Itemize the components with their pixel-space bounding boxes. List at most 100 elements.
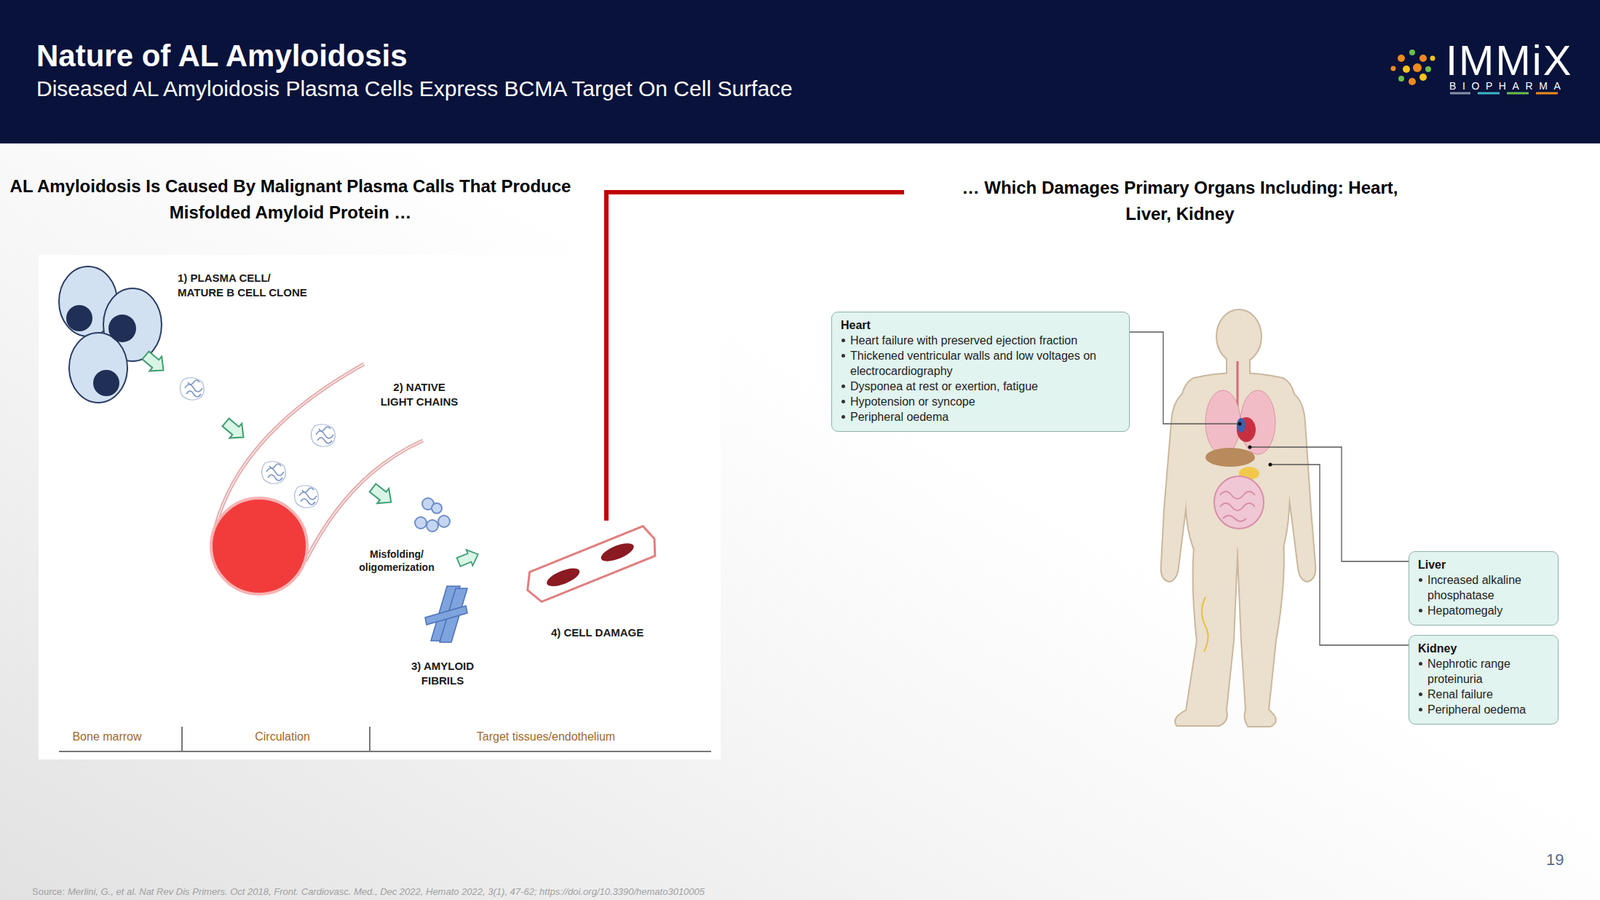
bullet-dot <box>841 338 846 343</box>
section-heading-holder: … Which Damages Primary Organs Including… <box>954 174 1406 228</box>
symptom-box: KidneyNephrotic range proteinuriaRenal f… <box>1408 634 1559 725</box>
bullet-dot <box>1418 692 1423 696</box>
illustration-part <box>1201 596 1209 652</box>
bullet-dot <box>841 414 846 419</box>
illustration-part <box>1450 92 1471 95</box>
bullet-text: Peripheral oedema <box>1427 701 1526 718</box>
illustration-part <box>1236 417 1246 433</box>
illustration-part <box>544 564 582 591</box>
step-label-holder: 4) CELL DAMAGE <box>551 626 644 640</box>
illustration-part <box>1409 49 1416 56</box>
step-label-holder: Misfolding/ oligomerization <box>349 547 445 574</box>
light-chains <box>179 377 335 509</box>
leader-dots <box>1238 422 1273 467</box>
illustration-part <box>1238 422 1242 426</box>
illustration-part <box>366 480 397 510</box>
illustration-part <box>305 440 423 561</box>
logo-subtext-holder: BIOPHARMA <box>1449 80 1567 91</box>
bullet-row: Thickened ventricular walls and low volt… <box>840 347 1121 379</box>
illustration-part <box>1236 417 1256 442</box>
illustration-part <box>438 515 450 528</box>
illustration-part <box>1430 56 1436 62</box>
step-label-holder: 2) NATIVE LIGHT CHAINS <box>377 379 461 409</box>
illustration-part <box>305 440 423 561</box>
axis-label-holder: Target tissues/endothelium <box>414 729 677 744</box>
source-prefix-holder: Source: <box>32 885 65 898</box>
logo-dots <box>1391 49 1436 86</box>
bullet-row: Dysponea at rest or exertion, fatigue <box>840 378 1121 394</box>
bullet-text: Nephrotic range proteinuria <box>1427 655 1550 687</box>
axis-label: Circulation <box>195 729 370 744</box>
section-heading: … Which Damages Primary Organs Including… <box>954 174 1406 228</box>
subtitle-holder: Diseased AL Amyloidosis Plasma Cells Exp… <box>36 75 793 102</box>
box-heading: Liver <box>1418 556 1550 573</box>
plasma-cells <box>58 266 162 403</box>
illustration-part <box>58 750 712 752</box>
bullet-row: Increased alkaline phosphatase <box>1418 572 1550 603</box>
illustration-part <box>521 524 661 605</box>
logo-subtext: BIOPHARMA <box>1449 80 1567 91</box>
bullet-text: Thickened ventricular walls and low volt… <box>850 347 1121 379</box>
source-note: Merlini, G., et al. Nat Rev Dis Primers.… <box>67 885 705 898</box>
bullet-text: Dysponea at rest or exertion, fatigue <box>850 378 1039 394</box>
flow-arrows <box>139 347 482 570</box>
step-label: Misfolding/ oligomerization <box>349 547 445 574</box>
illustration-part <box>93 369 120 396</box>
bullet-row: Heart failure with preserved ejection fr… <box>840 332 1121 348</box>
damaged-cell <box>521 524 661 605</box>
illustration-part <box>1419 73 1427 81</box>
illustration-part <box>69 332 128 403</box>
axis-label-holder: Circulation <box>195 729 370 744</box>
body-figure <box>1161 310 1316 726</box>
illustration-part <box>181 726 183 752</box>
illustration-part <box>1268 462 1273 467</box>
slide-title: Nature of AL Amyloidosis <box>36 37 408 75</box>
illustration-part <box>1248 445 1253 450</box>
bullet-text: Heart failure with preserved ejection fr… <box>850 332 1078 348</box>
step-label: 4) CELL DAMAGE <box>551 626 644 640</box>
illustration-part <box>1412 63 1422 73</box>
illustration-part <box>108 314 137 343</box>
axis-label-holder: Bone marrow <box>19 729 195 744</box>
subtitle: Diseased AL Amyloidosis Plasma Cells Exp… <box>36 75 793 102</box>
step-label: 3) AMYLOID FIBRILS <box>396 658 489 688</box>
fibrils <box>425 585 468 643</box>
bullet-dot <box>1418 577 1423 582</box>
illustration-part <box>599 539 637 565</box>
illustration-part <box>310 424 335 447</box>
illustration-part <box>455 545 482 570</box>
bullet-row: Peripheral oedema <box>1418 701 1550 718</box>
illustration-part <box>1408 77 1416 86</box>
step-label: 1) PLASMA CELL/ MATURE B CELL CLONE <box>177 270 315 300</box>
leader-lines <box>1129 331 1409 645</box>
box-heading: Heart <box>840 317 1121 333</box>
step-label: 2) NATIVE LIGHT CHAINS <box>377 379 461 409</box>
red-cell <box>211 497 308 594</box>
illustration-part <box>431 503 442 514</box>
illustration-part <box>1477 92 1500 95</box>
bullet-text: Increased alkaline phosphatase <box>1427 572 1550 603</box>
illustration-part <box>294 485 319 509</box>
illustration-part <box>1161 310 1316 726</box>
bullet-text: Peripheral oedema <box>850 409 949 425</box>
page-number: 19 <box>1546 850 1564 870</box>
illustration-part <box>1220 491 1255 522</box>
axis <box>58 726 712 752</box>
illustration-part <box>179 377 204 401</box>
bullet-row: Renal failure <box>1418 686 1550 702</box>
illustration-part <box>414 516 427 529</box>
logo-text-holder: IMMiX <box>1445 39 1573 82</box>
illustration-part <box>1402 65 1411 73</box>
oligomers <box>414 497 450 532</box>
bullet-dot <box>841 399 846 404</box>
bullet-text: Hypotension or syncope <box>850 393 976 410</box>
bullet-text: Hepatomegaly <box>1427 602 1503 619</box>
bullet-row: Peripheral oedema <box>840 409 1121 425</box>
step-label-holder: 1) PLASMA CELL/ MATURE B CELL CLONE <box>177 270 315 300</box>
bullet-row: Hepatomegaly <box>1418 602 1550 619</box>
axis-label: Target tissues/endothelium <box>414 729 677 744</box>
illustration-part <box>1161 310 1316 726</box>
bullet-row: Hypotension or syncope <box>840 393 1121 410</box>
illustration-part <box>426 519 439 532</box>
illustration-part <box>261 461 286 485</box>
